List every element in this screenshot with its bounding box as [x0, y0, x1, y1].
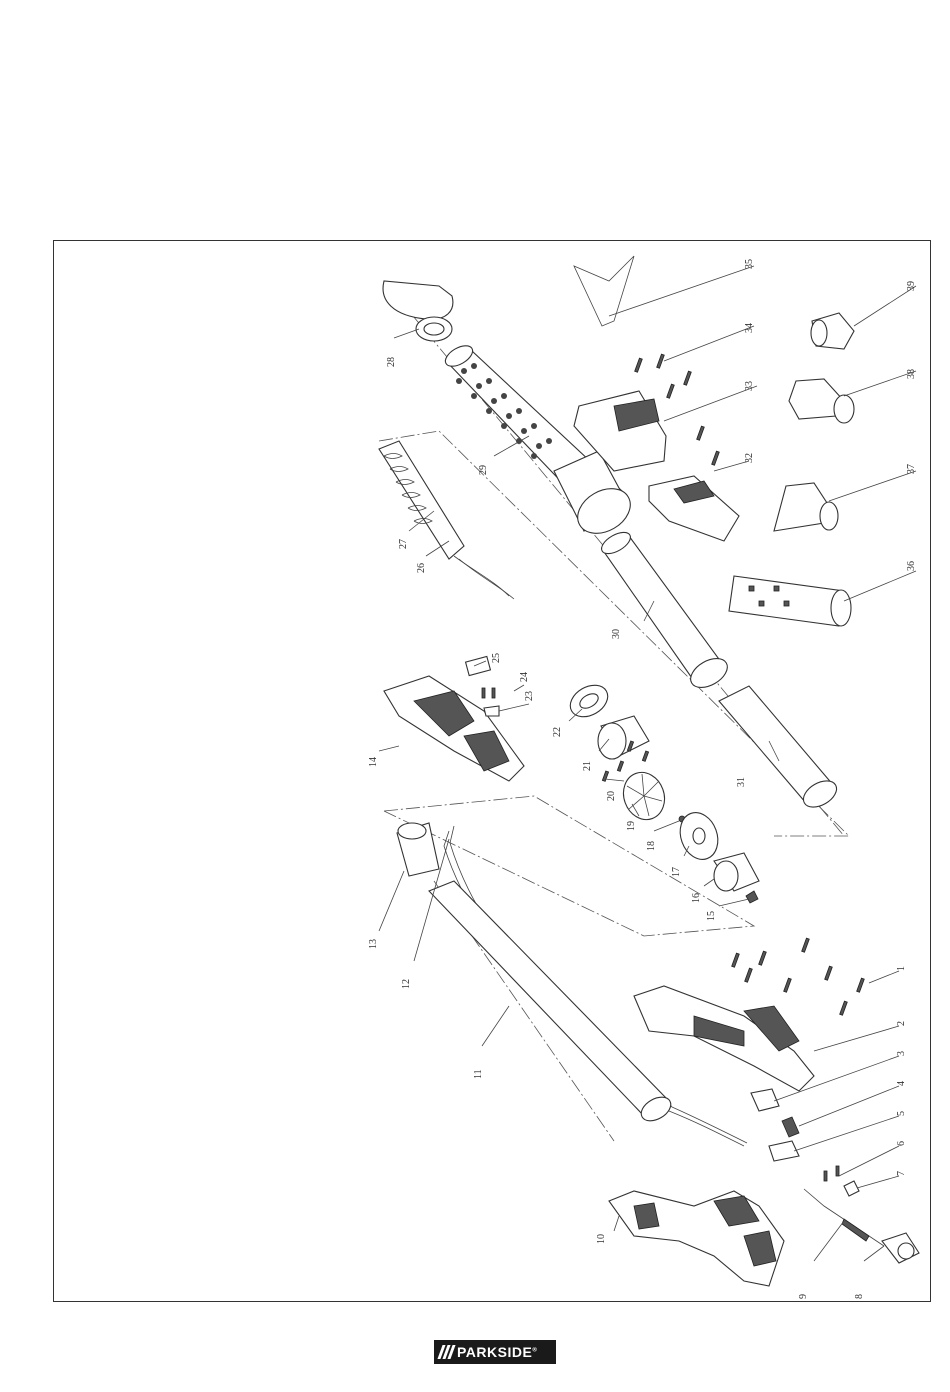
part-22-flange-ring: [565, 679, 614, 723]
part-37-wide-nozzle: [774, 483, 838, 531]
part-1-screws: [732, 938, 865, 1015]
part-36-reflector-nozzle: [729, 576, 851, 626]
label-24: 24: [519, 672, 530, 682]
label-34: 34: [744, 323, 755, 333]
label-32: 32: [744, 453, 755, 463]
label-8: 8: [854, 1294, 865, 1299]
label-5: 5: [896, 1111, 907, 1116]
part-39-round-nozzle: [811, 313, 854, 349]
part-28-nozzle-tip: [383, 281, 453, 341]
part-14-housing-half: [384, 676, 524, 781]
label-28: 28: [386, 357, 397, 367]
label-14: 14: [368, 757, 379, 767]
part-31-outer-sleeve: [719, 686, 841, 813]
label-2: 2: [896, 1021, 907, 1026]
label-30: 30: [611, 629, 622, 639]
label-25: 25: [491, 653, 502, 663]
part-16-motor: [714, 853, 759, 891]
label-11: 11: [473, 1069, 484, 1079]
label-22: 22: [552, 727, 563, 737]
parts-3-to-7-switch-components: [751, 1089, 859, 1196]
part-13-switch: [397, 823, 439, 876]
brand-registered-mark: ®: [532, 1347, 537, 1353]
part-32-end-cap: [649, 476, 739, 541]
brand-name: PARKSIDE: [457, 1344, 532, 1360]
label-10: 10: [596, 1234, 607, 1244]
part-35-wire-stand: [574, 256, 634, 326]
label-6: 6: [896, 1141, 907, 1146]
part-12-wiring: [444, 826, 747, 1146]
label-27: 27: [398, 539, 409, 549]
label-4: 4: [896, 1081, 907, 1086]
label-3: 3: [896, 1051, 907, 1056]
label-23: 23: [524, 691, 535, 701]
part-2-handle-half: [634, 986, 814, 1091]
label-19: 19: [626, 821, 637, 831]
label-18: 18: [646, 841, 657, 851]
part-19-fan-wheel: [617, 767, 671, 826]
logo-slashes-icon: [440, 1345, 453, 1359]
label-38: 38: [906, 369, 917, 379]
parkside-logo: PARKSIDE®: [434, 1340, 556, 1364]
label-13: 13: [368, 939, 379, 949]
label-20: 20: [606, 791, 617, 801]
label-21: 21: [582, 761, 593, 771]
part-38-flat-nozzle: [789, 379, 854, 423]
label-16: 16: [691, 893, 702, 903]
label-9: 9: [798, 1294, 809, 1299]
label-29: 29: [478, 465, 489, 475]
exploded-parts-diagram: 1 2 3 4 5 6 7 8 9 10 11 12 13 14 15 16 1…: [53, 240, 931, 1302]
part-15-clip: [746, 891, 758, 903]
label-26: 26: [416, 563, 427, 573]
label-17: 17: [671, 867, 682, 877]
label-33: 33: [744, 381, 755, 391]
part-10-housing-half: [609, 1191, 784, 1286]
part-30-inner-tube: [598, 528, 732, 693]
label-36: 36: [906, 561, 917, 571]
label-1: 1: [896, 966, 907, 971]
label-35: 35: [744, 259, 755, 269]
label-37: 37: [906, 464, 917, 474]
label-39: 39: [906, 281, 917, 291]
label-7: 7: [896, 1171, 907, 1176]
part-21-fan-housing: [598, 716, 649, 759]
exploded-view-drawing: 1 2 3 4 5 6 7 8 9 10 11 12 13 14 15 16 1…: [54, 241, 932, 1303]
label-12: 12: [401, 979, 412, 989]
label-15: 15: [706, 911, 717, 921]
part-27-heating-element: [379, 441, 514, 599]
label-31: 31: [736, 777, 747, 787]
